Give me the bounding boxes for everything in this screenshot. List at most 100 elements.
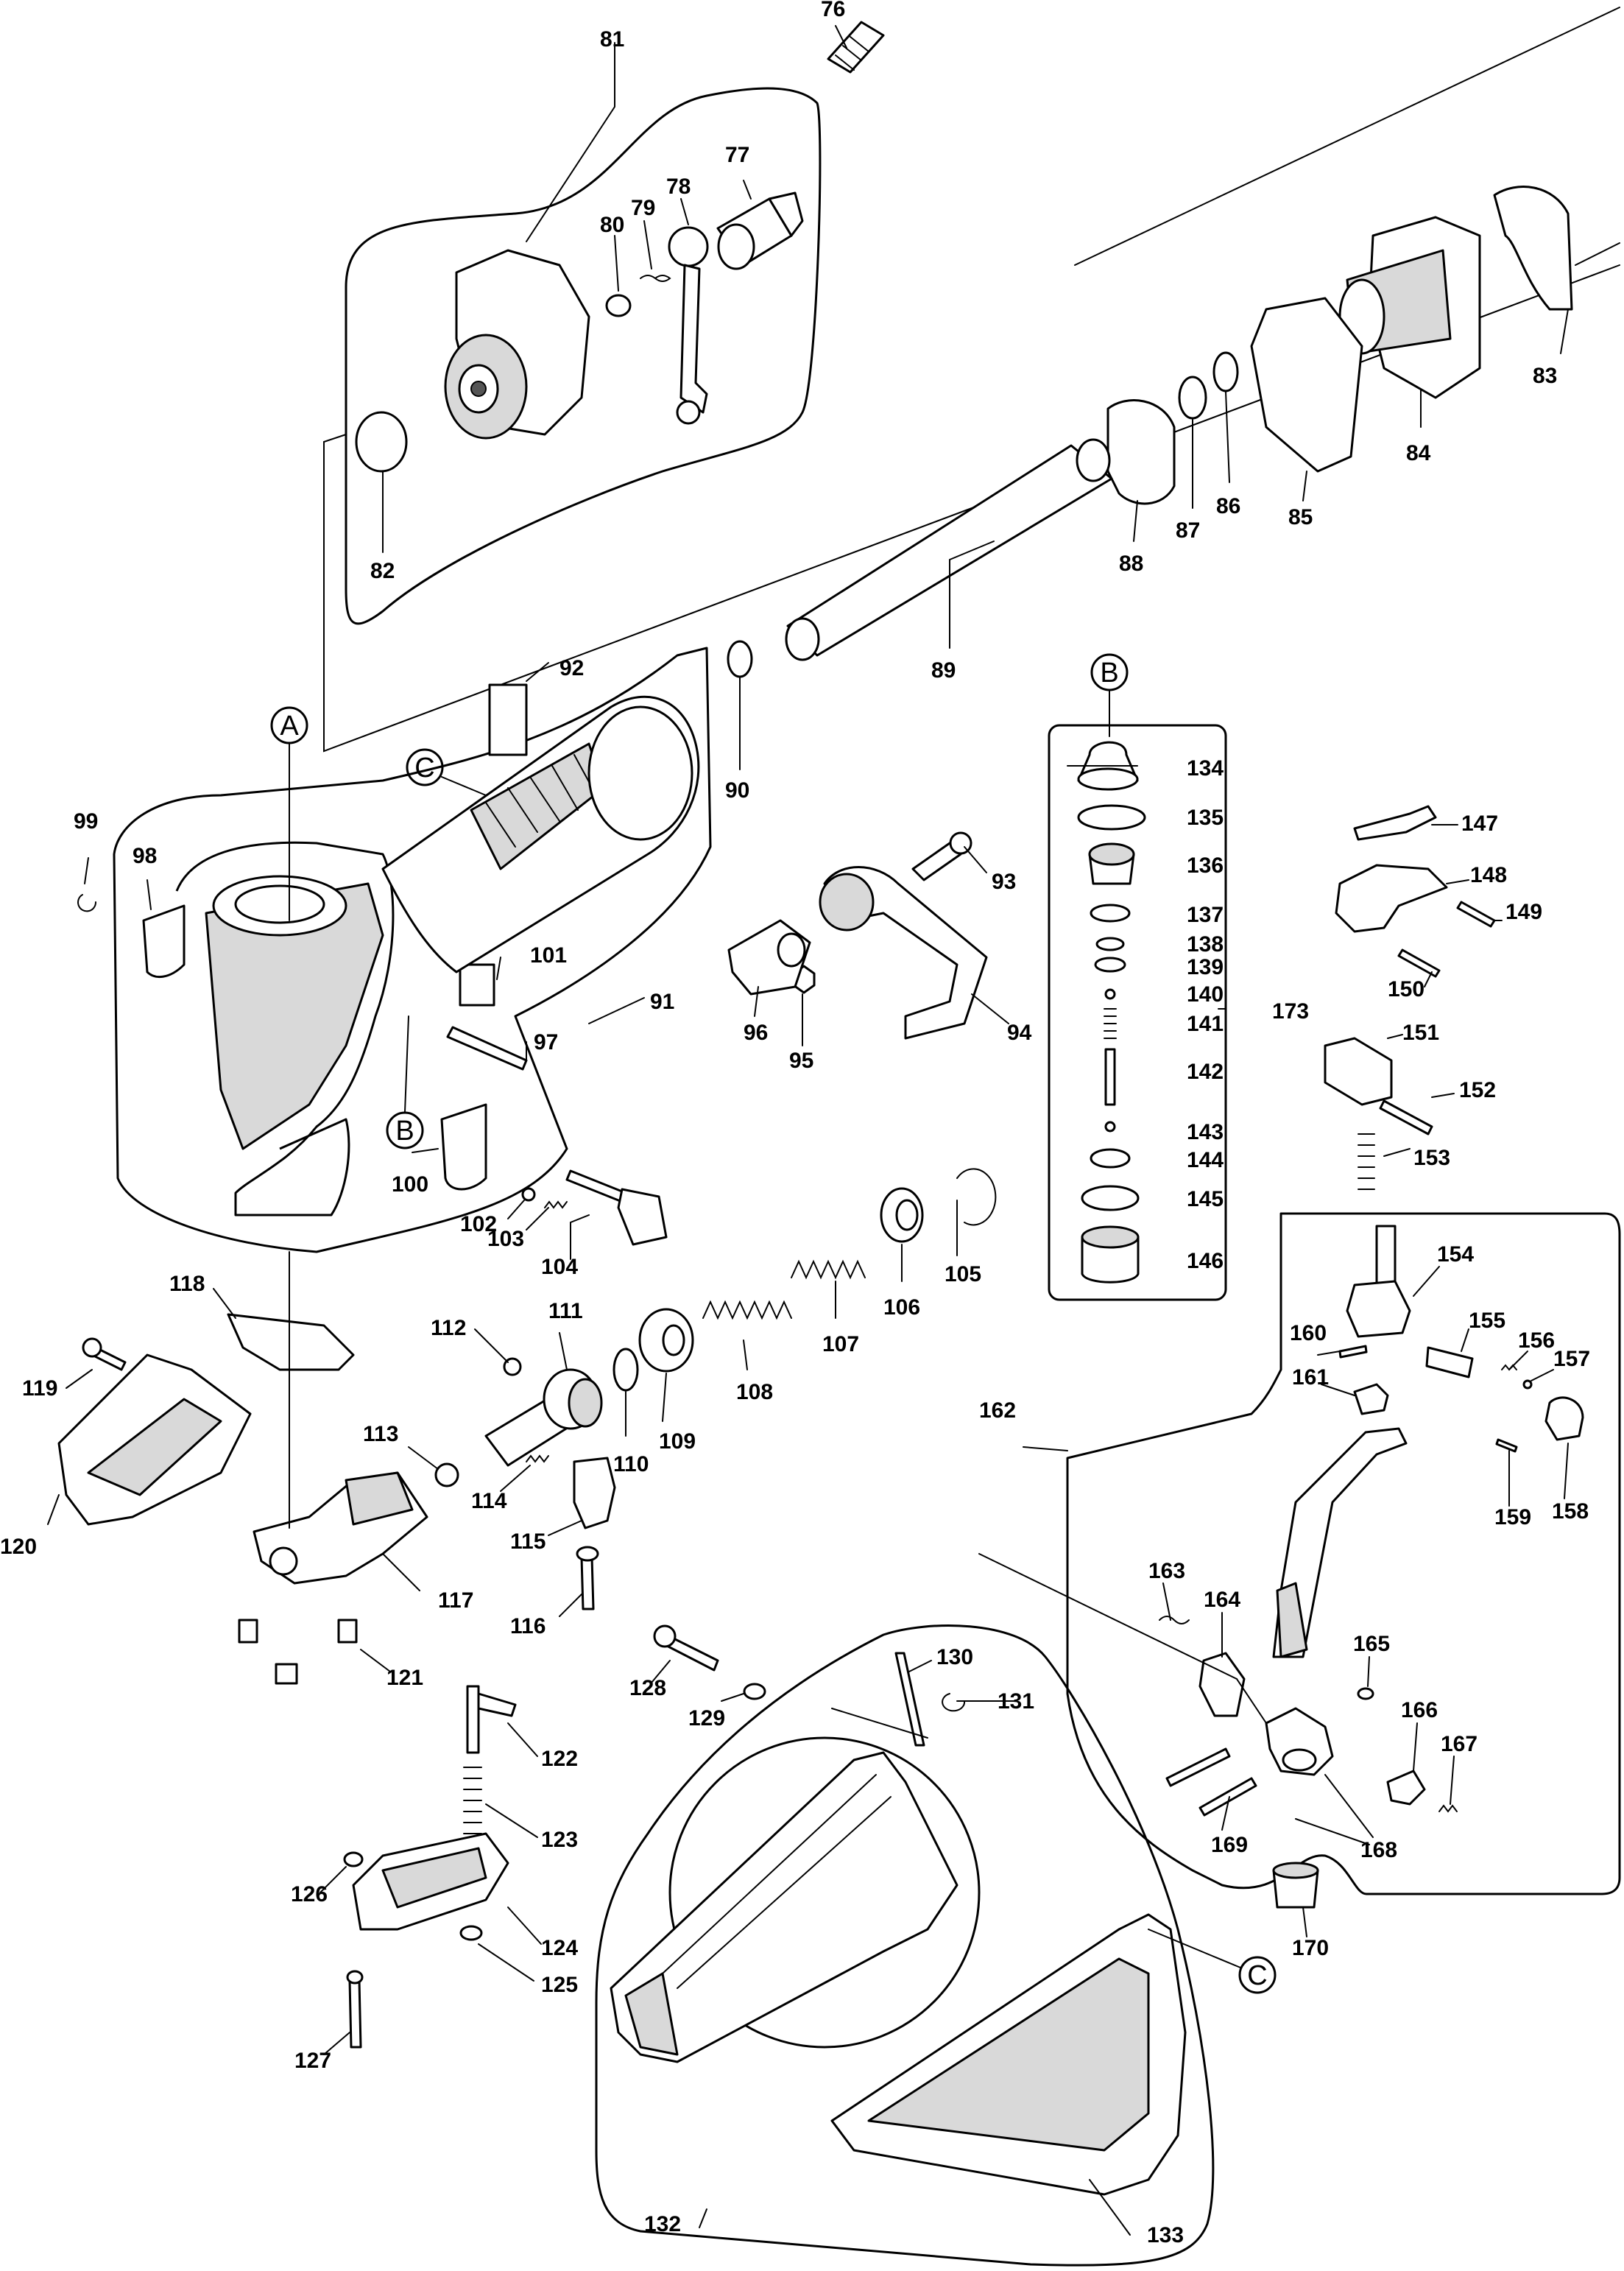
lower-left-parts xyxy=(57,1168,997,2049)
label-160: 160 xyxy=(1290,1321,1327,1345)
label-173: 173 xyxy=(1272,999,1309,1024)
part-159-pin xyxy=(1495,1438,1518,1453)
svg-text:C: C xyxy=(1247,1960,1267,1991)
label-141: 141 xyxy=(1187,1012,1224,1036)
part-121-bolts xyxy=(238,1619,358,1685)
part-130-pin xyxy=(894,1652,925,1747)
group-outline-173 xyxy=(1048,724,1227,1301)
label-81: 81 xyxy=(600,27,624,52)
part-89-cylinder xyxy=(785,438,1113,661)
label-162: 162 xyxy=(979,1398,1016,1423)
part-154-slider xyxy=(1346,1225,1411,1338)
part-146-valve-body xyxy=(1081,1225,1140,1284)
label-132: 132 xyxy=(644,2212,681,2236)
part-169b-pin xyxy=(1165,1747,1231,1787)
label-167: 167 xyxy=(1441,1732,1478,1756)
part-131-clip xyxy=(942,1693,966,1712)
part-124-plate xyxy=(352,1832,509,1931)
label-122: 122 xyxy=(541,1747,578,1771)
part-120-guard xyxy=(57,1353,252,1526)
label-144: 144 xyxy=(1187,1148,1224,1172)
label-101: 101 xyxy=(530,943,567,968)
part-145-o-ring xyxy=(1081,1185,1140,1211)
part-155-screw xyxy=(1425,1346,1474,1379)
label-78: 78 xyxy=(666,175,691,199)
connector-line-right-edge xyxy=(1575,242,1620,266)
part-148-bracket xyxy=(1335,864,1448,933)
part-139-o-ring xyxy=(1094,957,1126,973)
svg-text:B: B xyxy=(395,1116,414,1147)
part-152-pin xyxy=(1379,1099,1433,1136)
part-103-spring xyxy=(544,1200,568,1209)
label-117: 117 xyxy=(438,1588,473,1613)
label-158: 158 xyxy=(1552,1499,1589,1524)
label-155: 155 xyxy=(1469,1309,1505,1333)
part-158-knob xyxy=(1544,1396,1584,1441)
label-168: 168 xyxy=(1360,1838,1397,1862)
callouts: A B B C C xyxy=(270,653,1277,1994)
part-113-o-ring xyxy=(434,1462,459,1487)
group-outline-91 xyxy=(113,647,712,1253)
label-115: 115 xyxy=(510,1529,546,1554)
label-131: 131 xyxy=(998,1689,1034,1714)
part-105-circlip xyxy=(956,1168,997,1226)
part-160-pin xyxy=(1338,1345,1368,1359)
part-77-fitting xyxy=(716,191,804,270)
label-170: 170 xyxy=(1292,1936,1329,1960)
part-147-plate xyxy=(1353,805,1437,841)
part-78-link xyxy=(668,226,709,425)
part-82-o-ring xyxy=(355,411,408,473)
part-144-o-ring xyxy=(1090,1148,1131,1169)
part-133-shroud xyxy=(830,1913,1187,2196)
callout-B-valve: B xyxy=(1090,653,1129,737)
part-168-cam xyxy=(1265,1707,1334,1776)
part-99-clip xyxy=(77,894,97,912)
part-137-o-ring xyxy=(1090,904,1131,923)
label-88: 88 xyxy=(1119,552,1143,576)
part-151-block xyxy=(1324,1037,1393,1106)
label-147: 147 xyxy=(1461,811,1498,836)
label-95: 95 xyxy=(789,1049,813,1073)
group-outline-162 xyxy=(1066,1212,1621,1895)
label-124: 124 xyxy=(541,1936,578,1960)
label-110: 110 xyxy=(613,1452,649,1476)
label-85: 85 xyxy=(1288,505,1313,529)
part-149-pin xyxy=(1456,901,1496,928)
label-109: 109 xyxy=(659,1429,696,1454)
part-141-spring xyxy=(1104,1008,1117,1039)
part-76-bolt xyxy=(827,21,885,74)
label-163: 163 xyxy=(1148,1559,1185,1583)
label-112: 112 xyxy=(431,1316,466,1340)
label-150: 150 xyxy=(1388,977,1424,1001)
label-137: 137 xyxy=(1187,903,1224,927)
part-170-cap xyxy=(1272,1862,1319,1909)
label-83: 83 xyxy=(1533,364,1557,388)
label-93: 93 xyxy=(992,870,1016,894)
part-79-spring xyxy=(640,275,671,282)
label-154: 154 xyxy=(1437,1242,1474,1267)
part-96-block xyxy=(727,919,811,996)
label-114: 114 xyxy=(471,1489,507,1513)
part-140-ball xyxy=(1104,988,1116,1000)
trigger-parts xyxy=(1159,805,1584,1909)
part-123-spring xyxy=(463,1767,482,1834)
part-150-pin xyxy=(1397,948,1441,978)
label-118: 118 xyxy=(169,1272,205,1296)
label-106: 106 xyxy=(883,1295,920,1320)
label-108: 108 xyxy=(736,1380,773,1404)
part-100-plate xyxy=(440,1103,487,1191)
label-99: 99 xyxy=(74,809,98,834)
part-83-plate xyxy=(1493,186,1573,311)
part-166-clip xyxy=(1386,1770,1426,1806)
part-111-piston xyxy=(484,1368,603,1467)
part-101-label xyxy=(459,963,495,1007)
part-107-spring xyxy=(791,1259,866,1280)
label-84: 84 xyxy=(1406,441,1431,465)
top-assembly-parts xyxy=(355,21,1573,678)
label-152: 152 xyxy=(1459,1078,1496,1102)
part-142-stem xyxy=(1104,1048,1116,1106)
callout-A: A xyxy=(270,706,308,1529)
label-77: 77 xyxy=(725,143,749,167)
label-113: 113 xyxy=(363,1422,398,1446)
